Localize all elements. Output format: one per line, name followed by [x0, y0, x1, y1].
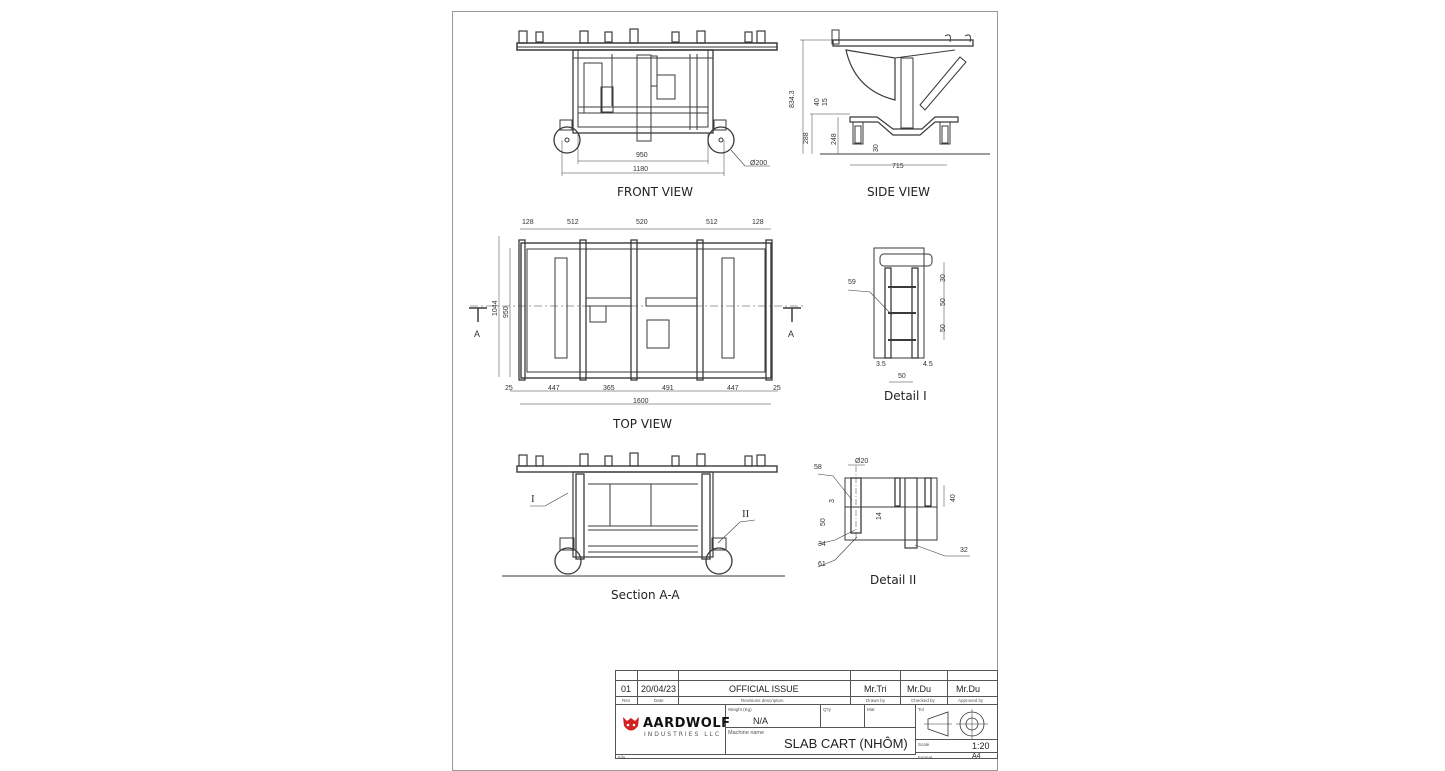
dim-bottom-447-left: 447: [548, 385, 560, 392]
date-label: Date: [654, 698, 664, 703]
scale-value: 1:20: [972, 741, 990, 751]
section-a-a-title: Section A-A: [611, 588, 680, 602]
rev-label: Rev: [622, 698, 631, 703]
callout-59: 59: [848, 279, 856, 286]
callout-32: 32: [960, 547, 968, 554]
checked-by-value: Mr.Du: [907, 684, 932, 694]
dim-front-wheel: Ø200: [750, 160, 768, 167]
dim-side-15: 15: [822, 98, 829, 106]
drawn-by-label: Drawn by: [866, 698, 886, 703]
section-marker-right: A: [788, 329, 795, 339]
dim-front-1180: 1180: [633, 166, 649, 173]
dim-d2-14: 14: [876, 512, 883, 520]
front-view-drawing: [516, 28, 778, 176]
detail-ii-drawing: [817, 464, 970, 568]
qty-label: Q'ty: [823, 707, 831, 712]
dim-d1-50: 50: [898, 373, 906, 380]
revision-description-value: OFFICIAL ISSUE: [729, 684, 799, 694]
dim-d1-3.5: 3.5: [876, 361, 886, 368]
section-marker-left: A: [474, 329, 481, 339]
drawn-by-value: Mr.Tri: [864, 684, 887, 694]
dim-bottom-25-right: 25: [773, 385, 781, 392]
front-view-title: FRONT VIEW: [617, 185, 694, 199]
approved-by-value: Mr.Du: [956, 684, 981, 694]
top-view-title: TOP VIEW: [613, 417, 673, 431]
mat-label: Mat: [867, 707, 875, 712]
dim-side-248: 248: [831, 133, 838, 145]
aardwolf-logo-icon: [623, 717, 639, 731]
dim-top-950: 950: [503, 306, 510, 318]
machine-name-value: SLAB CART (NHÔM): [784, 736, 908, 751]
side-view-title: SIDE VIEW: [867, 185, 930, 199]
format-value: A4: [972, 753, 981, 760]
dim-d2-3: 3: [829, 499, 836, 503]
top-view-drawing: [469, 228, 805, 405]
dim-side-40: 40: [814, 98, 821, 106]
callout-58: 58: [814, 464, 822, 471]
company-name: AARDWOLF: [643, 716, 731, 731]
machine-name-label: Machine name: [728, 730, 765, 736]
dim-d1-50a: 50: [940, 298, 947, 306]
callout-i: I: [531, 493, 535, 505]
callout-ii: II: [742, 508, 750, 520]
file-label: File: [618, 755, 626, 760]
company-subtitle: INDUSTRIES LLC: [644, 731, 722, 738]
detail-i-drawing: [847, 247, 945, 383]
dim-d1-4.5: 4.5: [923, 361, 933, 368]
date-value: 20/04/23: [641, 684, 677, 694]
weight-label: Weight (Kg): [728, 707, 752, 712]
detail-ii-title: Detail II: [870, 573, 917, 587]
weight-value: N/A: [753, 716, 769, 726]
projection-symbol-icon: [924, 709, 988, 739]
dim-front-950: 950: [636, 152, 648, 159]
rev-value: 01: [621, 684, 632, 694]
dim-top-512-right: 512: [706, 219, 718, 226]
dim-bottom-447-right: 447: [727, 385, 739, 392]
approved-by-label: Approved by: [958, 698, 984, 703]
dim-bottom-365: 365: [603, 385, 615, 392]
dim-side-30: 30: [873, 144, 880, 152]
detail-i-title: Detail I: [884, 389, 927, 403]
dim-side-height: 834.3: [789, 90, 796, 108]
dim-d2-40: 40: [950, 494, 957, 502]
dim-d1-50b: 50: [940, 324, 947, 332]
dim-side-715: 715: [892, 163, 904, 170]
scale-label: Scale: [918, 742, 930, 747]
revision-description-label: Revisions description: [741, 698, 784, 703]
callout-34: 34: [818, 541, 826, 548]
dim-d2-dia: Ø20: [855, 458, 869, 465]
dim-d2-50: 50: [820, 518, 827, 526]
dim-top-1600: 1600: [633, 398, 649, 405]
side-view-drawing: [800, 29, 990, 166]
dim-bottom-491: 491: [662, 385, 674, 392]
title-block: 01 20/04/23 OFFICIAL ISSUE Mr.Tri Mr.Du …: [615, 670, 998, 760]
tolerance-label: Tol: [918, 707, 924, 712]
dim-top-512-left: 512: [567, 219, 579, 226]
section-a-a-drawing: [502, 452, 785, 577]
dim-bottom-25-left: 25: [505, 385, 513, 392]
callout-61: 61: [818, 561, 826, 568]
dim-top-520: 520: [636, 219, 648, 226]
dim-side-288: 288: [803, 132, 810, 144]
dim-top-128-right: 128: [752, 219, 764, 226]
checked-by-label: Checked by: [911, 698, 935, 703]
dim-top-1044: 1044: [492, 300, 499, 316]
dim-d1-30: 30: [940, 274, 947, 282]
dim-top-128-left: 128: [522, 219, 534, 226]
format-label: Format: [918, 755, 933, 760]
